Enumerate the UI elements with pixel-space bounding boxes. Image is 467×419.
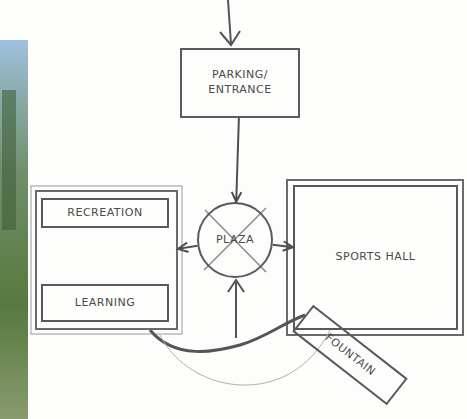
block-frame <box>287 180 463 335</box>
plaza-circle: PLAZA <box>197 202 273 278</box>
flow-arrow <box>273 241 293 250</box>
entry-arrow <box>220 0 240 45</box>
node-label: PARKING/ ENTRANCE <box>182 68 298 98</box>
node-label: RECREATION <box>67 206 142 221</box>
block-frame <box>31 186 182 334</box>
entrance-box: PARKING/ ENTRANCE <box>180 48 300 118</box>
walk-path <box>160 330 330 385</box>
access-arrow <box>228 280 244 338</box>
node-label: SPORTS HALL <box>336 250 416 265</box>
plaza-cross <box>204 208 266 272</box>
sports-hall-box: SPORTS HALL <box>293 185 458 330</box>
node-label: PLAZA <box>216 233 254 248</box>
node-label: FOUNTAIN <box>322 331 379 380</box>
building-block: RECREATION LEARNING <box>35 190 178 330</box>
photo-tree <box>2 90 16 230</box>
photo-strip <box>0 40 28 419</box>
recreation-box: RECREATION <box>41 198 169 228</box>
flow-arrow <box>178 243 197 252</box>
node-label: LEARNING <box>75 296 135 311</box>
learning-box: LEARNING <box>41 284 169 322</box>
fountain-box: FOUNTAIN <box>292 305 407 406</box>
walk-path <box>150 315 305 352</box>
flow-arrow <box>232 118 242 202</box>
